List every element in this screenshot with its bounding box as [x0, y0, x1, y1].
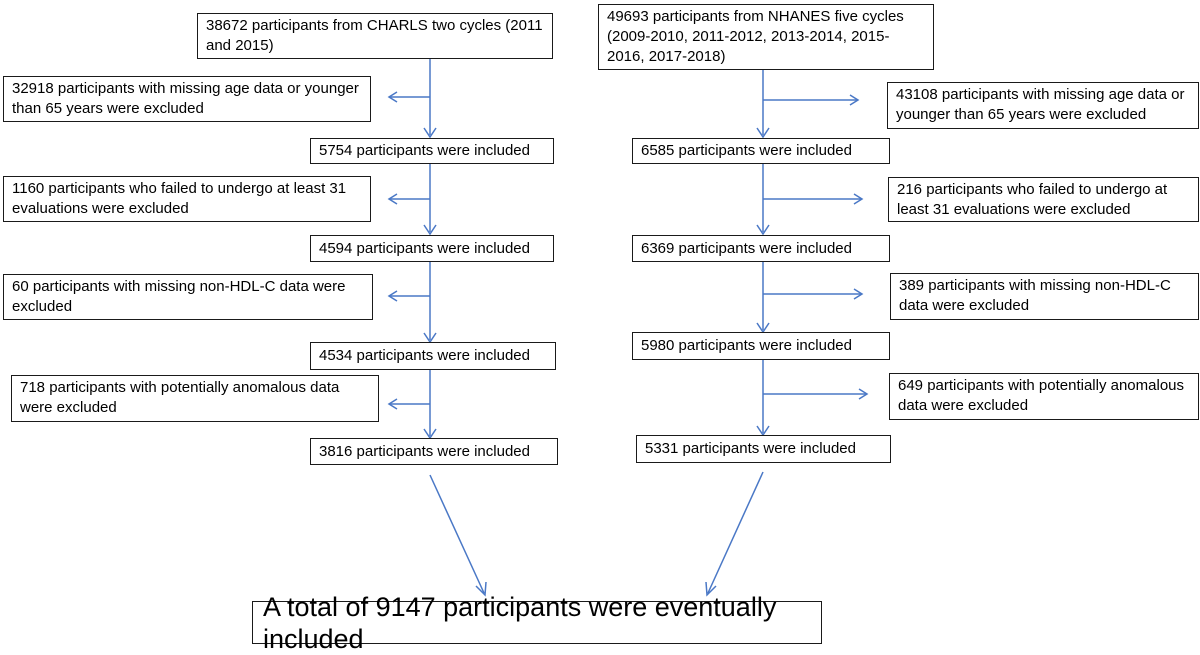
right-included-box-4: 5331 participants were included: [636, 435, 891, 463]
right-exclusion-box-1: 43108 participants with missing age data…: [887, 82, 1199, 129]
left-source-box: 38672 participants from CHARLS two cycle…: [197, 13, 553, 59]
left-flow-arrows: [387, 57, 437, 440]
right-included-box-3: 5980 participants were included: [632, 332, 890, 360]
converge-arrows: [429, 471, 764, 597]
left-exclusion-box-1: 32918 participants with missing age data…: [3, 76, 371, 122]
left-exclusion-box-2: 1160 participants who failed to undergo …: [3, 176, 371, 222]
right-source-box: 49693 participants from NHANES five cycl…: [598, 4, 934, 70]
right-exclusion-box-4: 649 participants with potentially anomal…: [889, 373, 1199, 420]
right-exclusion-box-2: 216 participants who failed to undergo a…: [888, 177, 1199, 222]
left-included-box-1: 5754 participants were included: [310, 138, 554, 164]
right-included-box-1: 6585 participants were included: [632, 138, 890, 164]
left-exclusion-box-3: 60 participants with missing non-HDL-C d…: [3, 274, 373, 320]
left-included-box-2: 4594 participants were included: [310, 235, 554, 262]
right-exclusion-box-3: 389 participants with missing non-HDL-C …: [890, 273, 1199, 320]
right-flow-arrows: [756, 68, 869, 437]
final-total-box: A total of 9147 participants were eventu…: [252, 592, 822, 654]
left-included-box-3: 4534 participants were included: [310, 342, 556, 370]
right-included-box-2: 6369 participants were included: [632, 235, 890, 262]
left-exclusion-box-4: 718 participants with potentially anomal…: [11, 375, 379, 422]
left-included-box-4: 3816 participants were included: [310, 438, 558, 465]
